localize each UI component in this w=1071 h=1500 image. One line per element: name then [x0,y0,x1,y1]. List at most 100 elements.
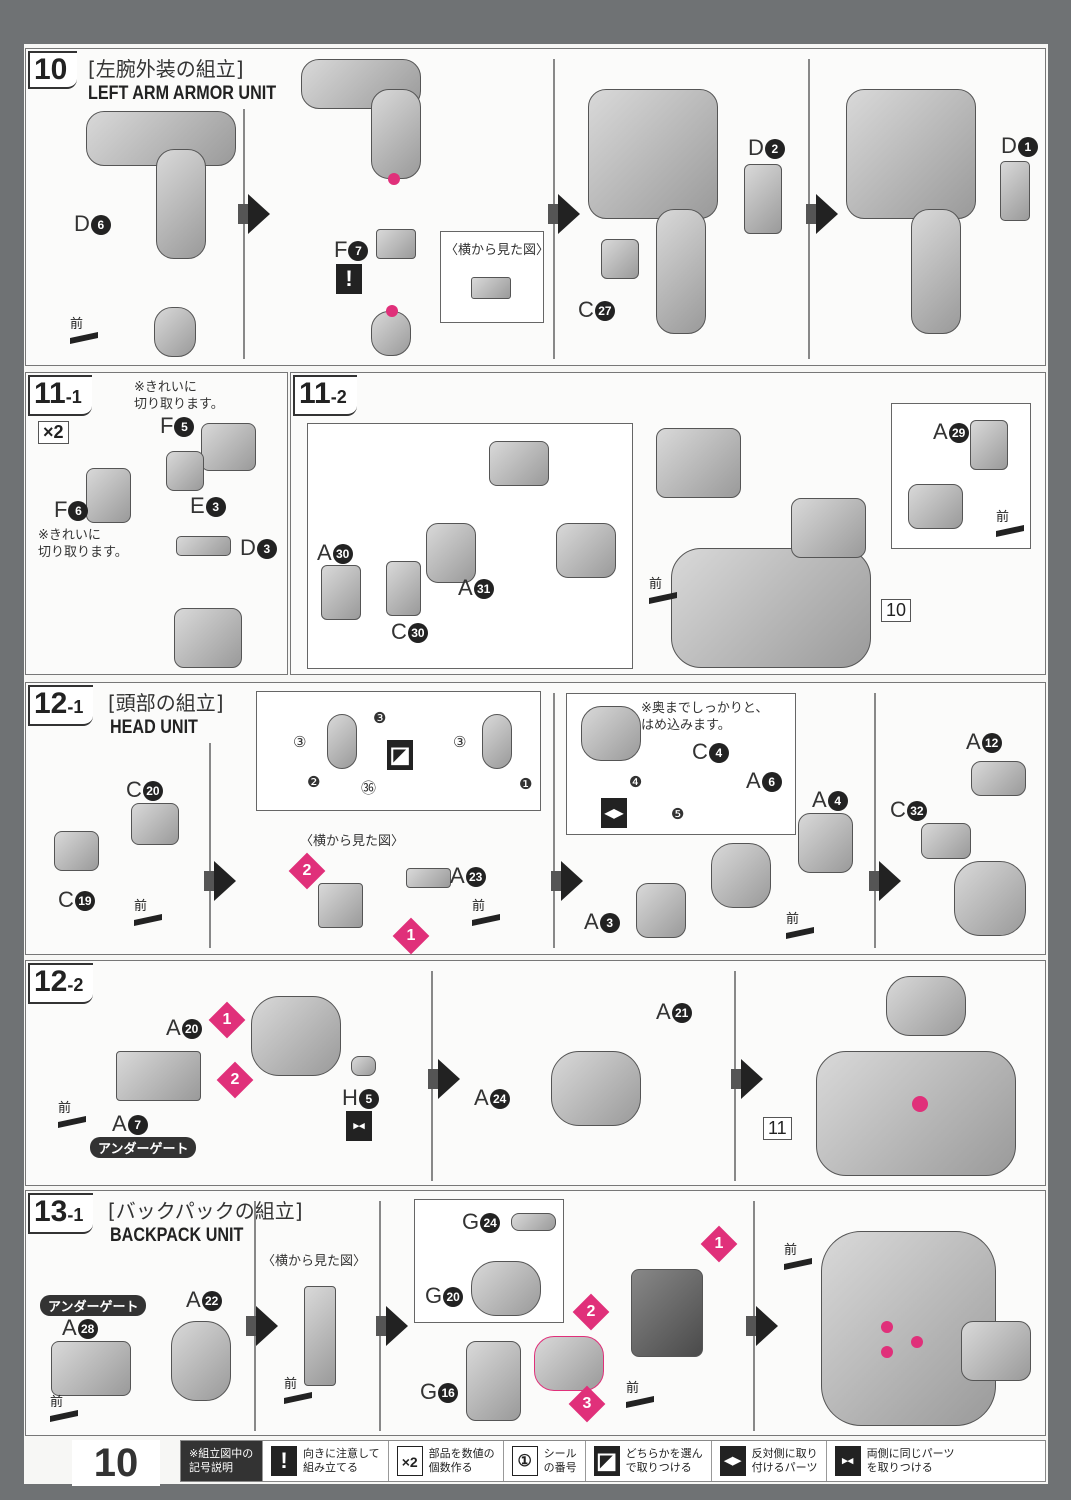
sticker-box: ③ ❸ ❷ ㊱ ③ ❶ ◪ [256,691,541,811]
under-gate-badge: アンダーゲート [90,1137,197,1158]
divider [209,743,211,948]
under-gate-badge: アンダーゲート [40,1295,147,1316]
a3-part [636,883,686,938]
side-view-label: 〈横から見た図〉 [300,834,405,849]
order-marker: 2 [216,1061,254,1099]
choose-icon: ◪ [593,1446,620,1476]
page-number: 10 [72,1440,160,1486]
order-marker: 2 [288,852,326,890]
shoulder-armor [489,441,549,486]
next-arrow [731,1059,763,1099]
arm-part [911,209,961,334]
sticker-number: ❸ [373,709,387,727]
legend-item: !向きに注意して 組み立てる [263,1441,389,1481]
divider [553,693,555,948]
choose-icon: ◪ [387,740,413,770]
g20-part [471,1261,541,1316]
step-title-jp: [左腕外装の組立] [88,57,244,81]
head-part [954,861,1026,936]
a23-part [482,714,512,769]
a29-part [970,420,1008,470]
f6-part [86,468,131,523]
c27-part [601,239,639,279]
step-number: 10 [28,51,78,89]
next-arrow [551,861,583,901]
head-part [551,1051,641,1126]
head-frame [318,883,363,928]
head-part [711,843,771,908]
c32-part [921,823,971,859]
opposite-side-icon: ◀▶ [719,1446,746,1476]
legend-item: ◪どちらかを選ん で取りつける [586,1441,712,1481]
next-arrow [746,1306,778,1346]
front-indicator: 前 [472,895,500,926]
front-indicator: 前 [134,895,162,926]
sticker-icon: ① [511,1446,538,1476]
opposite-side-icon: ◀▶ [601,798,627,828]
a12-part [971,761,1026,796]
divider [874,693,876,948]
g24-part [511,1213,556,1231]
hand-part [154,307,196,357]
c20-part [131,803,179,845]
step-title-jp: [バックパックの組立] [108,1199,303,1223]
next-arrow [806,194,838,234]
e3-part [166,451,204,491]
hand-part [371,311,411,356]
front-indicator: 前 [70,313,98,344]
next-arrow [869,861,901,901]
head-part [886,976,966,1036]
side-view-part [304,1286,336,1386]
cut-note: ※きれいに 切り取ります。 [38,528,128,560]
f7-part [376,229,416,259]
order-marker: 3 [568,1385,606,1423]
front-indicator: 前 [58,1097,86,1128]
divider [243,109,245,359]
g16-part [466,1341,521,1421]
side-view-label: 〈横から見た図〉 [445,243,550,258]
c19-part [54,831,99,871]
side-view-label: 〈横から見た図〉 [262,1254,367,1269]
exclamation-icon: ! [271,1446,297,1476]
d2-part [744,164,782,234]
caution-icon: ! [336,264,362,294]
sticker-number: ③ [293,733,307,751]
front-indicator: 前 [786,908,814,939]
order-marker: 1 [392,917,430,955]
joint-marker [912,1096,928,1112]
shoulder-armor [908,484,963,529]
arm-part [846,89,976,219]
step-title-en: LEFT ARM ARMOR UNIT [88,83,277,104]
joint-marker [911,1336,923,1348]
joint-marker [386,305,398,317]
head-part [581,706,641,761]
shoulder-armor [556,523,616,578]
sticker-number: ❺ [671,805,685,823]
backpack-part [534,1336,604,1391]
next-arrow [204,861,236,901]
front-indicator: 前 [649,573,677,604]
x2-icon: ×2 [38,421,69,444]
a28-part [51,1341,131,1396]
